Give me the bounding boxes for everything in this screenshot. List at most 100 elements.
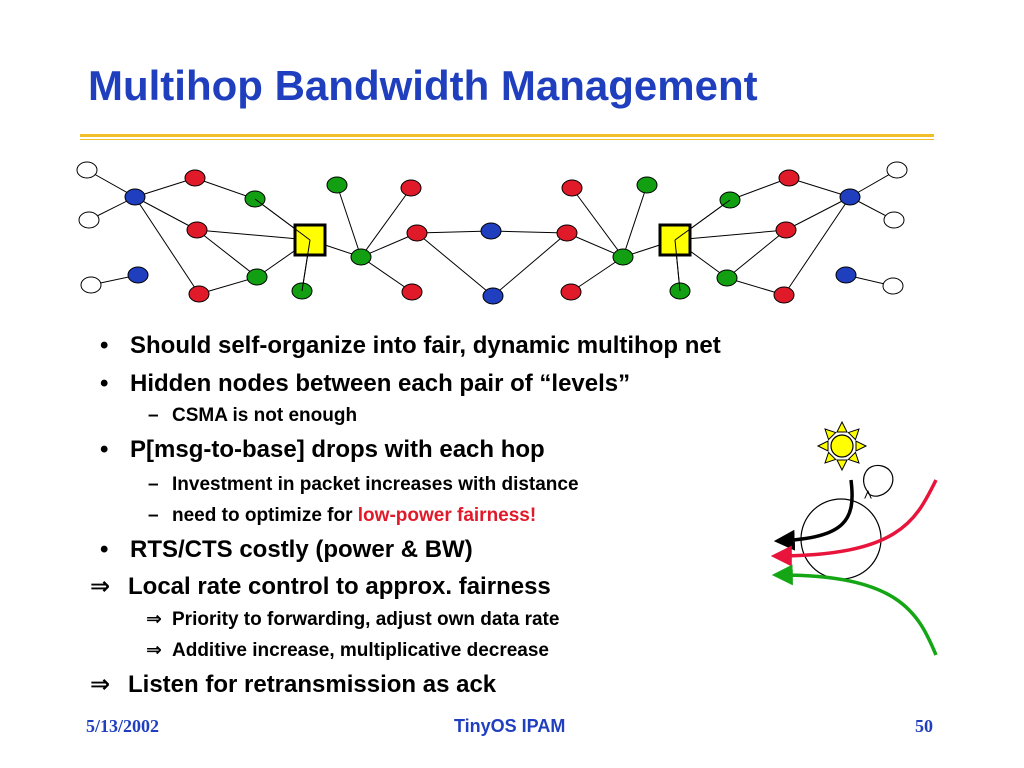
bullet-marker: •: [100, 536, 109, 563]
red-sensor-node: [773, 286, 795, 304]
bullet-text: Hidden nodes between each pair of “level…: [130, 370, 631, 397]
green-sensor-node: [612, 248, 634, 266]
footer-page-number: 50: [915, 716, 933, 736]
red-sensor-node: [401, 283, 423, 301]
bullet-rts-cts: • RTS/CTS costly (power & BW): [0, 536, 473, 564]
green-sensor-node: [326, 176, 348, 194]
implies-marker: ⇒: [90, 671, 111, 698]
footer-conference: TinyOS IPAM: [454, 716, 566, 736]
implication-listen: ⇒ Listen for retransmission as ack: [0, 670, 496, 699]
bullet-marker: •: [100, 436, 109, 463]
idle-node: [76, 161, 98, 179]
network-link: [788, 177, 851, 198]
sun-ray: [847, 451, 860, 464]
implication-local-rate: ⇒ Local rate control to approx. fairness: [0, 572, 551, 601]
blue-sensor-node: [124, 188, 146, 206]
network-link: [360, 232, 418, 258]
subbullet-marker: –: [148, 505, 159, 526]
title-rule: [80, 134, 934, 137]
radio-range-circle: [800, 498, 882, 580]
network-link: [785, 196, 851, 231]
network-link: [492, 232, 568, 297]
network-link: [674, 229, 787, 241]
blue-sensor-node: [480, 222, 502, 240]
blue-sensor-node: [482, 287, 504, 305]
bullet-self-organize: • Should self-organize into fair, dynami…: [0, 332, 721, 360]
red-sensor-node: [184, 169, 206, 187]
red-sensor-node: [775, 221, 797, 239]
subbullet-text: need to optimize for: [172, 505, 358, 526]
network-link: [570, 256, 624, 293]
blue-sensor-node: [127, 266, 149, 284]
network-link: [783, 196, 851, 296]
network-link: [134, 196, 200, 295]
network-link: [490, 230, 568, 234]
network-link: [360, 187, 412, 258]
green-sensor-node: [350, 248, 372, 266]
implies-marker: ⇒: [146, 609, 162, 630]
network-link: [196, 229, 258, 278]
network-link: [336, 184, 362, 258]
black-flow-arrow: [773, 479, 854, 551]
sun-icon: [816, 420, 868, 472]
idle-node: [882, 277, 904, 295]
sun-ray: [855, 440, 868, 452]
sun-ray: [816, 440, 829, 452]
subbullet-text: Investment in packet increases with dist…: [172, 474, 579, 495]
bullet-p-msg: • P[msg-to-base] drops with each hop: [0, 436, 545, 464]
blue-sensor-node: [835, 266, 857, 284]
sun-ray: [836, 420, 848, 433]
implies-marker: ⇒: [90, 573, 111, 600]
subbullet-csma: – CSMA is not enough: [0, 405, 357, 427]
green-sensor-node: [716, 269, 738, 287]
sun-ray: [847, 428, 860, 441]
title-rule-thin: [80, 139, 934, 140]
red-sensor-node: [560, 283, 582, 301]
bullet-text: Local rate control to approx. fairness: [128, 573, 551, 600]
bullet-text: P[msg-to-base] drops with each hop: [130, 436, 545, 463]
red-flow-arrow: [770, 479, 938, 567]
blue-sensor-node: [839, 188, 861, 206]
network-link: [726, 229, 787, 279]
bullet-marker: •: [100, 370, 109, 397]
network-link: [196, 229, 311, 241]
red-sensor-node: [186, 221, 208, 239]
footer-date: 5/13/2002: [86, 716, 160, 736]
idle-node: [80, 276, 102, 294]
node-interference-sketch: [770, 420, 938, 656]
bullet-text: Should self-organize into fair, dynamic …: [130, 332, 721, 359]
implies-marker: ⇒: [146, 640, 162, 661]
subbullet-marker: –: [148, 405, 159, 426]
bullet-text: Listen for retransmission as ack: [128, 671, 497, 698]
bullet-marker: •: [100, 332, 109, 359]
network-link: [134, 196, 198, 231]
network-link: [566, 232, 624, 258]
highlight-text: low-power fairness!: [357, 505, 537, 526]
subbullet-optimize: – need to optimize for low-power fairnes…: [0, 505, 536, 527]
network-link: [254, 198, 311, 241]
sun-ray: [836, 459, 848, 472]
network-link: [416, 230, 492, 234]
bullet-hidden-nodes: • Hidden nodes between each pair of “lev…: [0, 370, 630, 398]
subbullet-marker: –: [148, 474, 159, 495]
network-nodes: [76, 161, 908, 305]
network-link: [622, 184, 648, 258]
sun-ray: [824, 451, 837, 464]
subbullet-investment: – Investment in packet increases with di…: [0, 474, 579, 496]
network-link: [301, 239, 311, 292]
slide-title: Multihop Bandwidth Management: [88, 62, 758, 109]
network-link: [674, 239, 681, 292]
green-flow-arrow: [771, 564, 938, 656]
red-sensor-node: [561, 179, 583, 197]
self-loop-arrow: [863, 464, 894, 496]
base-station-node: [658, 223, 692, 257]
idle-node: [78, 211, 100, 229]
idle-node: [886, 161, 908, 179]
red-sensor-node: [556, 224, 578, 242]
subbullet-text: Priority to forwarding, adjust own data …: [172, 609, 560, 630]
red-sensor-node: [778, 169, 800, 187]
network-link: [729, 177, 790, 201]
red-sensor-node: [400, 179, 422, 197]
green-sensor-node: [246, 268, 268, 286]
implication-priority: ⇒ Priority to forwarding, adjust own dat…: [0, 608, 559, 631]
